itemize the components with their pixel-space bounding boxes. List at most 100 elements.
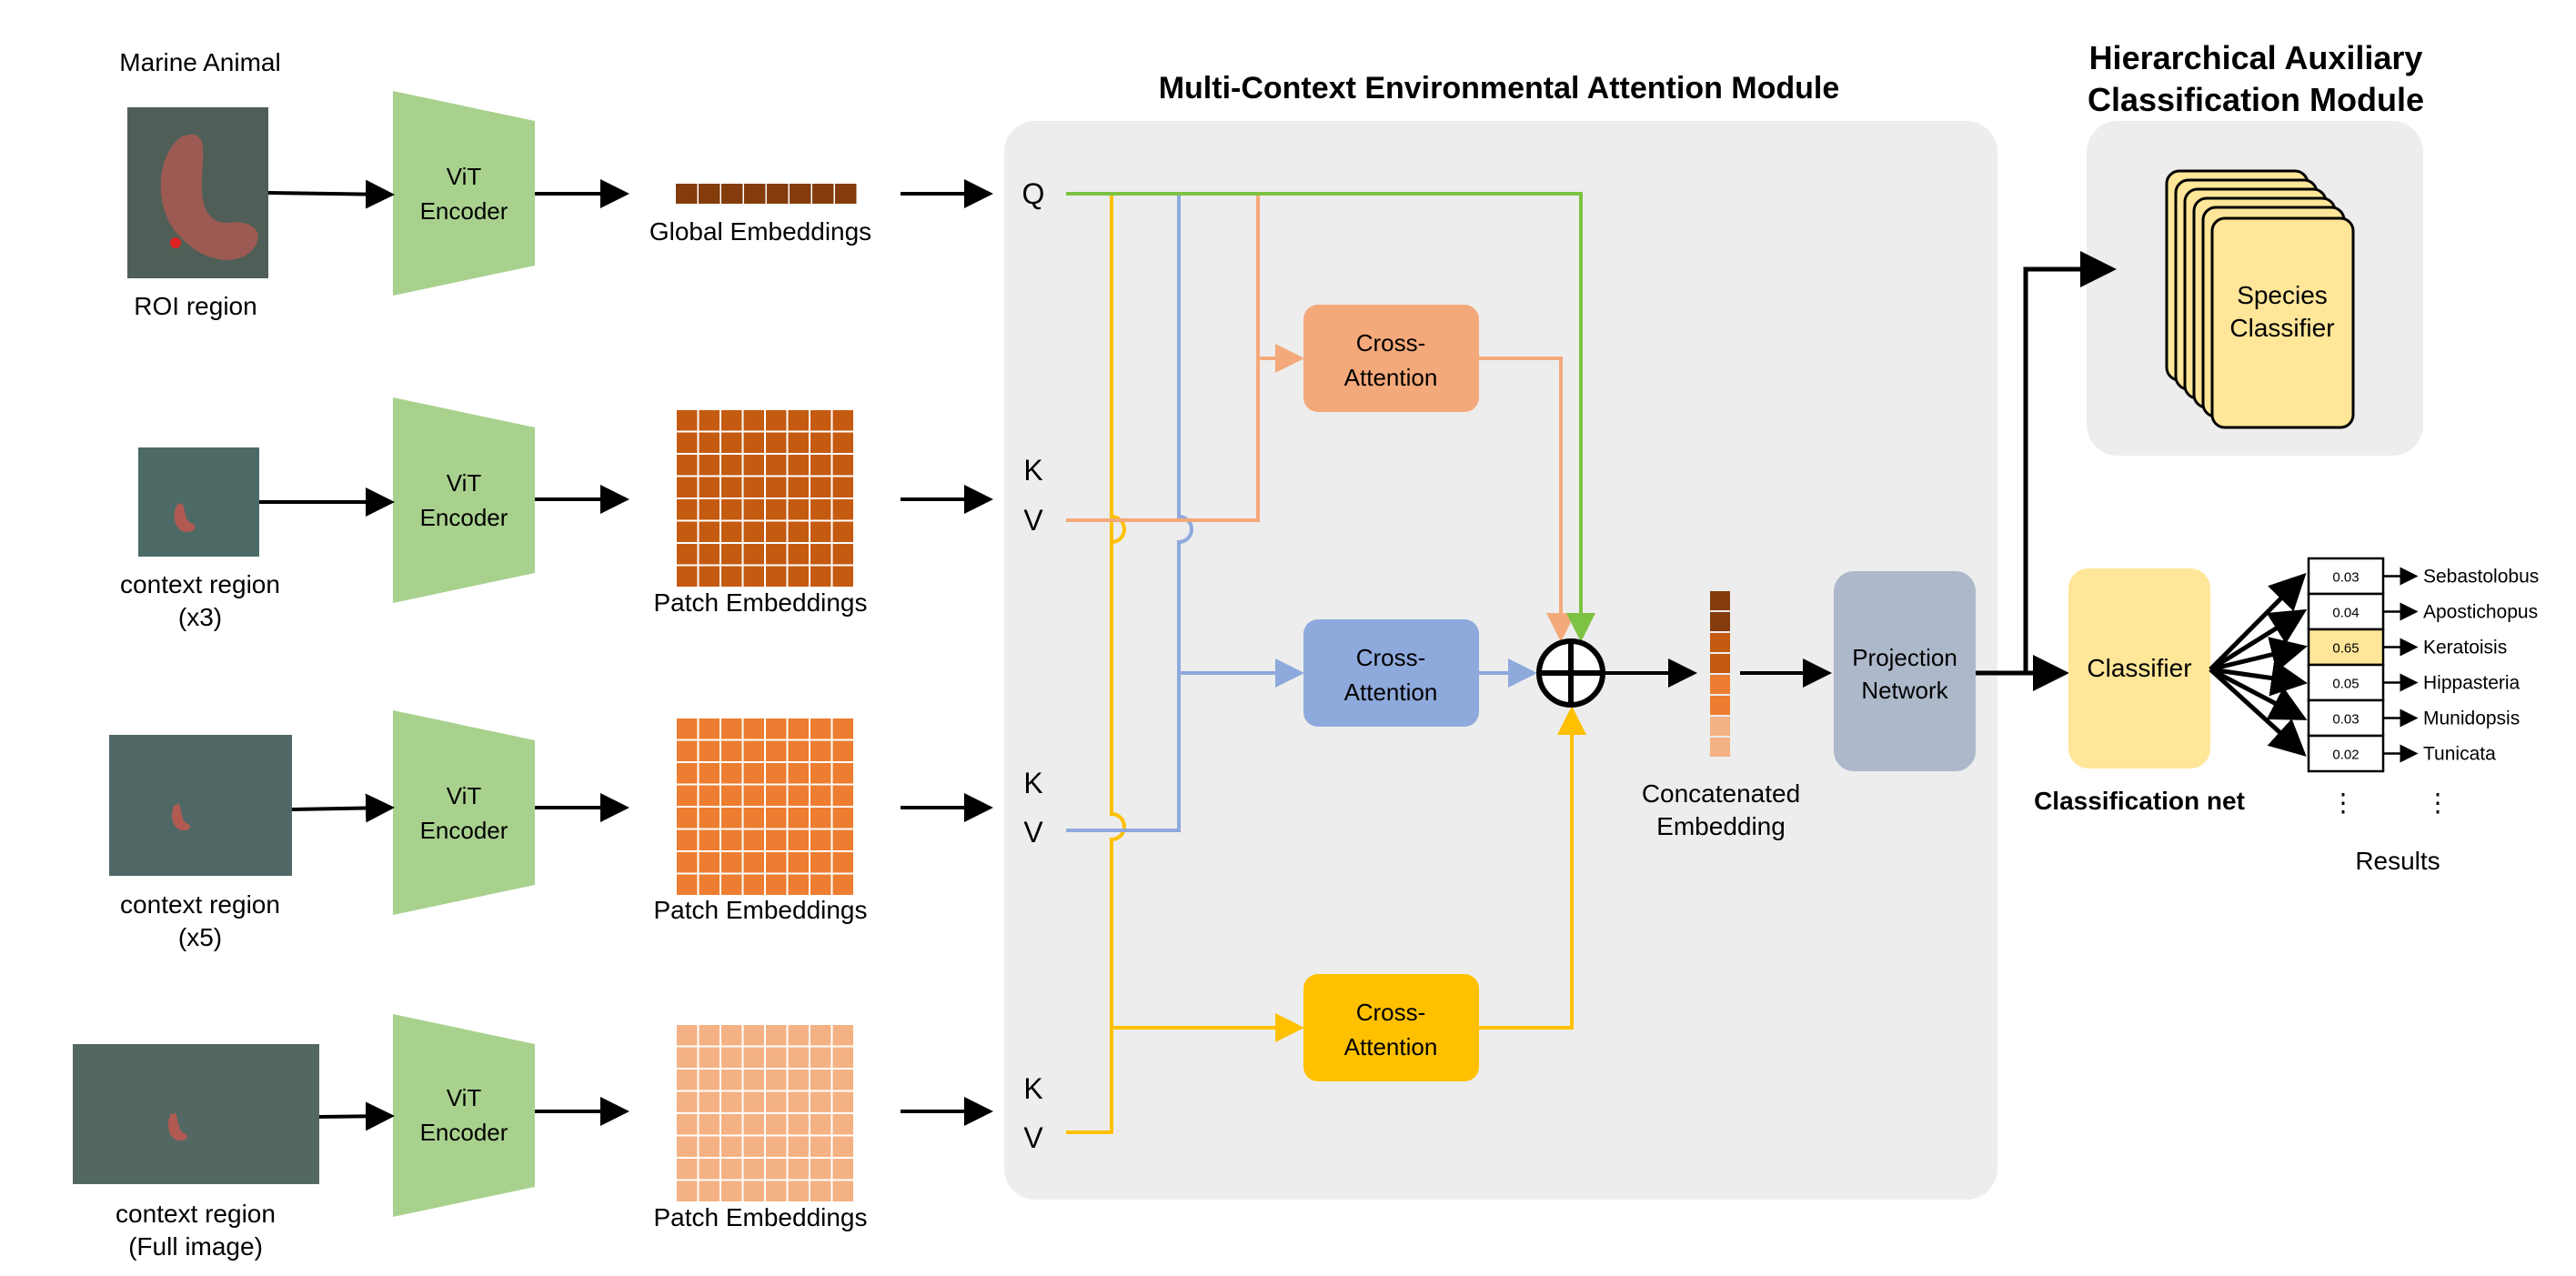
patch-cell [832, 1091, 853, 1112]
result-name: Apostichopus [2423, 602, 2538, 623]
roi-caption: ROI region [134, 292, 257, 320]
patch-cell [721, 718, 742, 739]
fan-arrow [2209, 608, 2308, 672]
patch-cell [743, 718, 764, 739]
patch-cell [766, 455, 787, 476]
result-name: Munidopsis [2423, 708, 2520, 729]
patch-cell [788, 1159, 809, 1180]
patch-cell [721, 432, 742, 453]
patch-cell [832, 521, 853, 542]
patch-cell [677, 1070, 698, 1090]
patch-cell [788, 1070, 809, 1090]
full-image-caption-line-2: (Full image) [128, 1232, 263, 1261]
patch-cell [766, 718, 787, 739]
patch-cell [743, 521, 764, 542]
patch-cell [743, 1114, 764, 1135]
patch-cell [810, 477, 831, 497]
patch-cell [832, 1025, 853, 1046]
patch-cell [699, 477, 719, 497]
patch-cell [766, 1181, 787, 1201]
patch-embeddings-1 [677, 410, 853, 587]
patch-cell [788, 874, 809, 895]
patch-cell [699, 852, 719, 873]
patch-cell [788, 1136, 809, 1157]
context-x5-caption-line-2: (x5) [178, 923, 222, 951]
patch-cell [810, 544, 831, 565]
patch-cell [743, 785, 764, 806]
patch-cell [677, 477, 698, 497]
attention-module-title: Multi-Context Environmental Attention Mo… [1159, 71, 1840, 105]
patch-cell [810, 1025, 831, 1046]
svg-text:Classifier: Classifier [2229, 314, 2334, 342]
embedding-token [790, 184, 811, 204]
concat-label-line-2: Embedding [1656, 812, 1786, 840]
arrow-full-to-encoder [318, 1101, 395, 1131]
patch-cell [721, 1181, 742, 1201]
hierarchical-title-line-1: Hierarchical Auxiliary [2089, 39, 2423, 76]
svg-text:Network: Network [1861, 677, 1948, 704]
patch-cell [721, 544, 742, 565]
result-score: 0.65 [2332, 641, 2359, 657]
patch-cell [832, 432, 853, 453]
svg-text:Encoder: Encoder [420, 197, 508, 225]
patch-cell [677, 1047, 698, 1068]
patch-cell [721, 1025, 742, 1046]
patch-cell [766, 477, 787, 497]
patch-cell [766, 410, 787, 431]
patch-cell [766, 432, 787, 453]
fan-arrow [2209, 572, 2307, 671]
patch-cell [721, 1114, 742, 1135]
patch-cell [788, 432, 809, 453]
embedding-token [699, 184, 720, 204]
patch-cell [810, 829, 831, 850]
svg-text:Cross-: Cross- [1356, 999, 1426, 1026]
patch-cell [810, 874, 831, 895]
concat-token [1710, 654, 1730, 673]
patch-cell [699, 763, 719, 784]
patch-cell [810, 852, 831, 873]
patch-cell [721, 521, 742, 542]
patch-cell [743, 477, 764, 497]
patch-cell [721, 1159, 742, 1180]
patch-cell [810, 521, 831, 542]
patch-cell [699, 521, 719, 542]
patch-cell [832, 1136, 853, 1157]
global-embeddings [676, 184, 857, 204]
fan-arrow [2209, 659, 2308, 697]
patch-cell [766, 566, 787, 587]
patch-cell [766, 852, 787, 873]
patch-cell [810, 1181, 831, 1201]
result-score: 0.02 [2332, 748, 2359, 763]
vit-encoder-2: ViT Encoder [393, 397, 535, 603]
marine-animal-header: Marine Animal [119, 48, 280, 76]
patch-cell [788, 544, 809, 565]
classification-net-label: Classification net [2034, 787, 2245, 815]
concat-token [1710, 717, 1730, 736]
patch-embeddings-3 [677, 1025, 853, 1201]
patch-cell [832, 499, 853, 520]
vit-encoder-1: ViT Encoder [393, 91, 535, 296]
svg-text:ViT: ViT [447, 469, 482, 497]
patch-cell [743, 499, 764, 520]
patch-cell [699, 829, 719, 850]
patch-cell [743, 1091, 764, 1112]
patch-cell [699, 432, 719, 453]
patch-cell [788, 1047, 809, 1068]
patch-cell [832, 808, 853, 829]
patch-cell [788, 808, 809, 829]
context-x3-caption-line-2: (x3) [178, 603, 222, 631]
patch-cell [810, 566, 831, 587]
patch-embeddings-label-2: Patch Embeddings [653, 896, 867, 924]
patch-cell [832, 763, 853, 784]
patch-cell [766, 874, 787, 895]
concatenated-embedding [1710, 591, 1730, 757]
patch-cell [788, 740, 809, 761]
patch-cell [832, 1047, 853, 1068]
patch-cell [810, 808, 831, 829]
orange-route [1066, 194, 1260, 522]
k-label-2: K [1023, 767, 1042, 799]
patch-cell [766, 808, 787, 829]
patch-cell [832, 718, 853, 739]
patch-cell [721, 455, 742, 476]
